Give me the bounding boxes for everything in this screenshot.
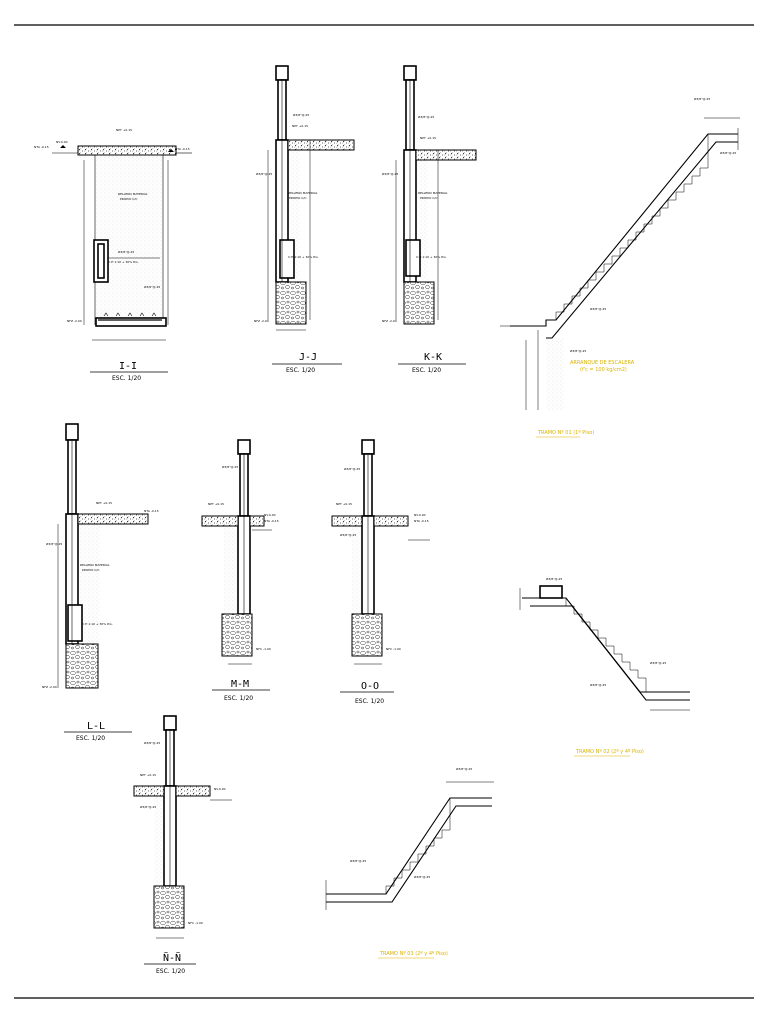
ii-relleno: RELLENO MATERIAL [118,192,148,196]
ll-relleno: RELLENO MATERIAL [80,563,110,567]
stair3-acero-a: Ø3/8"@.25 [456,766,472,771]
jj-npt: NPT +0.15 [292,124,308,128]
ii-nta: NTA -0.15 [34,145,49,149]
jj-acero: Ø3/8"@.25 [293,112,309,117]
section-n-n: Ø3/8"@.25 NPT +0.15 NV.0.00 Ø3/8"@.25 NF… [133,715,232,975]
nn-scale: ESC. 1/20 [156,968,185,975]
stair-tramo-1: ARRANQUE DE ESCALERA (f'c = 100 kg/cm2) … [500,96,740,438]
stair1-acero-b: Ø3/8"@.25 [720,150,736,155]
oo-acero: Ø3/8"@.25 [344,466,360,471]
ll-relleno-2: PROPIO C/C [82,568,99,572]
ll-acero: Ø3/8"@.25 [46,541,62,546]
nn-nvs: NV.0.00 [214,787,226,791]
kk-acero-2: Ø3/8"@.25 [382,171,398,176]
ii-nvs: NV.0.00 [56,140,68,144]
section-j-j: Ø3/8"@.25 NPT +0.15 RELLENO MATERIAL PRO… [254,65,355,374]
kk-nfz: NFZ -2.00 [382,319,397,323]
stair1-note2: (f'c = 100 kg/cm2) [580,367,627,373]
ii-acero-2: Ø3/8"@.25 [144,284,160,289]
jj-relleno: RELLENO MATERIAL [288,191,318,195]
oo-npt: NPT +0.15 [336,502,352,506]
nn-acero-2: Ø3/8"@.25 [140,804,156,809]
stair1-label: TRAMO Nº 01 (1º Piso) [537,430,594,436]
oo-nfc: NFC -1.00 [386,647,401,651]
jj-acero-2: Ø3/8"@.25 [256,171,272,176]
kk-relleno-2: PROPIO C/C [420,196,437,200]
oo-scale: ESC. 1/20 [355,698,384,705]
nn-acero: Ø3/8"@.25 [144,740,160,745]
jj-title: J-J [299,352,317,363]
section-l-l: NPT +0.15 NTA -0.15 Ø3/8"@.25 RELLENO MA… [42,423,159,742]
section-i-i: NPT +0.15 NV.0.00 NTA -0.15 NTA -0.15 RE… [34,128,192,382]
section-o-o: Ø3/8"@.25 NPT +0.15 NV.0.00 NTA -0.15 Ø3… [331,439,430,705]
ii-nfz: NFZ -2.00 [67,319,82,323]
stair2-acero-b: Ø3/8"@.25 [650,660,666,665]
mm-acero: Ø3/8"@.25 [222,464,238,469]
mm-nta: NTA -0.15 [264,519,279,523]
stair2-label: TRAMO Nº 02 (2º y 4º Piso) [575,749,644,755]
stair3-acero-c: Ø3/8"@.25 [414,874,430,879]
stair2-acero-a: Ø3/8"@.25 [546,576,562,581]
section-m-m: Ø3/8"@.25 NPT +0.15 NV.0.00 NTA -0.15 NF… [201,439,279,702]
mm-title: M-M [231,679,249,690]
jj-nfz: NFZ -2.00 [254,319,269,323]
stair2-acero-c: Ø3/8"@.25 [590,682,606,687]
jj-scale: ESC. 1/20 [286,367,315,374]
stair1-note1: ARRANQUE DE ESCALERA [570,360,635,366]
stair3-label: TRAMO Nº 03 (2º y 4º Piso) [379,951,448,957]
stair3-acero-b: Ø3/8"@.25 [350,858,366,863]
stair1-acero-c: Ø3/8"@.25 [590,306,606,311]
section-k-k: NPT +0.15 Ø3/8"@.25 RELLENO MATERIAL PRO… [382,65,477,374]
oo-nta: NTA -0.15 [414,519,429,523]
ii-nta-right: NTA -0.15 [175,147,190,151]
oo-acero-2: Ø3/8"@.25 [340,532,356,537]
ll-scale: ESC. 1/20 [76,735,105,742]
kk-scale: ESC. 1/20 [412,367,441,374]
ii-relleno-2: PROPIO C/C [120,197,137,201]
ii-npt: NPT +0.15 [116,128,132,132]
ii-acero: Ø3/8"@.25 [118,249,134,254]
ll-npt: NPT +0.15 [96,501,112,505]
jj-cimiento: C:H 1:10 + 30% P.G. [288,255,319,259]
mm-scale: ESC. 1/20 [224,695,253,702]
mm-nvs: NV.0.00 [264,513,276,517]
nn-nfc: NFC -1.00 [188,921,203,925]
stair-tramo-2: TRAMO Nº 02 (2º y 4º Piso) Ø3/8"@.25 Ø3/… [519,576,690,757]
jj-relleno-2: PROPIO C/C [289,196,306,200]
ll-nfz: NFZ -2.00 [42,685,57,689]
mm-nfc: NFC -1.00 [256,647,271,651]
stair-tramo-3: TRAMO Nº 03 (2º y 4º Piso) Ø3/8"@.25 Ø3/… [325,766,494,959]
kk-cimiento: C:H 1:10 + 30% P.G. [416,255,447,259]
kk-npt: NPT +0.15 [420,136,436,140]
oo-nvs: NV.0.00 [414,513,426,517]
oo-title: O-O [361,681,379,692]
mm-npt: NPT +0.15 [208,502,224,506]
ll-nta: NTA -0.15 [144,509,159,513]
stair1-acero-a: Ø3/8"@.25 [694,96,710,101]
stair1-acero-d: Ø3/8"@.25 [570,348,586,353]
ii-cimiento: C:H 1:10 + 30% P.G. [108,260,139,264]
kk-acero: Ø3/8"@.25 [418,114,434,119]
ii-title: I-I [119,361,137,372]
ll-title: L-L [87,721,105,732]
ll-cimiento: C:H 1:10 + 30% P.G. [82,622,113,626]
nn-npt: NPT +0.15 [140,773,156,777]
ii-scale: ESC. 1/20 [112,375,141,382]
nn-title: Ñ-Ñ [163,951,181,964]
kk-relleno: RELLENO MATERIAL [418,191,448,195]
kk-title: K-K [424,352,442,363]
